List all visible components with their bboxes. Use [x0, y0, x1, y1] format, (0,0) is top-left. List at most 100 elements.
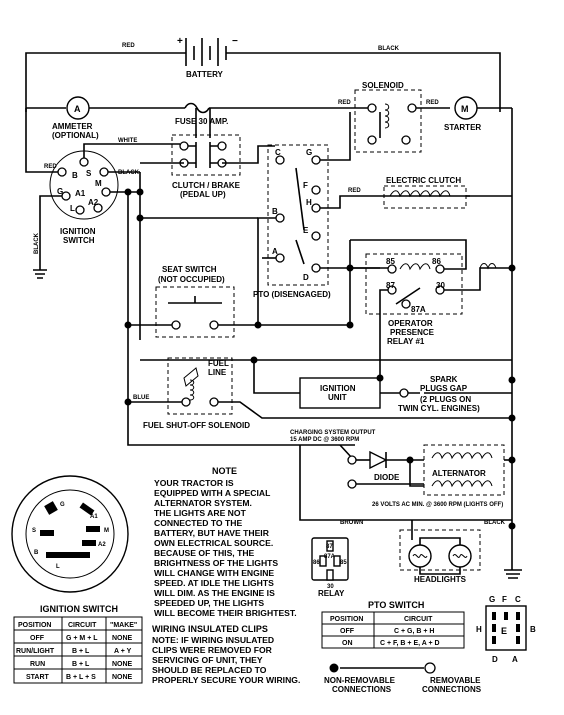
pto-pin-b: B [272, 207, 278, 216]
operator-presence-relay: 85 86 87 30 87A OPERATOR PRESENCE RELAY … [140, 239, 516, 361]
pto-table-cell: OFF [340, 628, 355, 635]
spark-label-1: SPARK [430, 375, 458, 384]
fuel-shutoff-solenoid: FUEL LINE FUEL SHUT-OFF SOLENOID BLUE [124, 357, 516, 430]
ground-symbol-right [504, 569, 522, 579]
wire-blue: BLUE [133, 395, 149, 401]
ign-pin-a1: A1 [75, 189, 86, 198]
clips-line: CLIPS WERE REMOVED FOR [152, 645, 273, 655]
seat-switch: SEAT SWITCH (NOT OCCUPIED) [124, 188, 354, 430]
wire-red-clutch: RED [348, 188, 361, 194]
note-block: NOTE YOUR TRACTOR IS EQUIPPED WITH A SPE… [154, 466, 297, 618]
non-removable-dot-icon [329, 663, 339, 673]
ammeter-optional-label: (OPTIONAL) [52, 131, 99, 140]
wire-black-top: BLACK [378, 46, 400, 52]
spark-label-3: (2 PLUGS ON [420, 395, 471, 404]
pto-pin-e: E [303, 226, 309, 235]
seat-switch-not-occupied: (NOT OCCUPIED) [158, 275, 225, 284]
solenoid-coil-icon [384, 103, 390, 129]
pto-pin-h: H [306, 198, 312, 207]
spark-plug-icon [399, 388, 409, 398]
relay-inset-86: 86 [313, 560, 320, 566]
ignition-unit-label-2: UNIT [328, 393, 347, 402]
relay-pin-87: 87 [386, 281, 395, 290]
note-line: ALTERNATOR SYSTEM. [154, 498, 252, 508]
legend-removable-2: CONNECTIONS [422, 685, 482, 694]
wire-red-top: RED [122, 43, 135, 49]
solenoid: SOLENOID RED [345, 81, 450, 153]
starter-symbol: M [461, 104, 469, 114]
ign-pin-s: S [86, 169, 92, 178]
ignition-switch-inset: G A1 M S A2 B L [11, 475, 129, 593]
pto-pin-d: D [303, 273, 309, 282]
battery-label: BATTERY [186, 70, 224, 79]
ignition-switch-label: IGNITION [60, 227, 96, 236]
battery: + − BATTERY RED BLACK [25, 36, 501, 112]
charging-label-1: CHARGING SYSTEM OUTPUT [290, 430, 376, 436]
volts-ac-label: 26 VOLTS AC MIN. @ 3600 RPM (LIGHTS OFF) [372, 502, 503, 508]
pto-inset-g: G [489, 595, 495, 604]
pto-table-cell: C + F, B + E, A + D [380, 640, 440, 647]
pto-connector-inset: E G F C H B D A [476, 595, 536, 664]
relay-label-1: OPERATOR [388, 319, 433, 328]
solenoid-label: SOLENOID [362, 81, 404, 90]
pto-table-title: PTO SWITCH [368, 600, 424, 610]
ign-pin-m: M [95, 179, 102, 188]
electric-clutch-label: ELECTRIC CLUTCH [386, 176, 461, 185]
clutch-brake-switch: CLUTCH / BRAKE (PEDAL UP) [136, 108, 275, 340]
note-line: BECAUSE OF THIS, THE [154, 548, 255, 558]
fuse-icon [184, 102, 210, 114]
pto-inset-e: E [501, 626, 507, 636]
starter-label: STARTER [444, 123, 481, 132]
wire-black-ign: BLACK [34, 232, 40, 254]
ign-table-header: "MAKE" [110, 622, 137, 629]
fuel-line-label-2: LINE [208, 368, 227, 377]
diode-icon [369, 450, 388, 470]
wire-brown: BROWN [340, 520, 363, 526]
spark-label-4: TWIN CYL. ENGINES) [398, 404, 480, 413]
relay-inset-85: 85 [340, 560, 347, 566]
electric-clutch: ELECTRIC CLUTCH RED [348, 176, 512, 209]
relay-pin-30: 30 [436, 281, 445, 290]
relay-label-3: RELAY #1 [387, 337, 425, 346]
pto-inset-h: H [476, 625, 482, 634]
ign-pin-l: L [70, 204, 75, 213]
ign-pin-g: G [57, 187, 63, 196]
ignition-table: IGNITION SWITCH POSITION CIRCUIT "MAKE" … [13, 604, 143, 684]
clips-line: NOTE: IF WIRING INSULATED [152, 635, 274, 645]
ign-table-header: CIRCUIT [68, 622, 97, 629]
pto-table-header: POSITION [330, 616, 363, 623]
relay-pin-85: 85 [386, 257, 395, 266]
removable-terminal-icon [424, 662, 436, 674]
starter: M STARTER [444, 96, 512, 132]
relay-pin-86: 86 [432, 257, 441, 266]
pto-inset-c: C [515, 595, 521, 604]
relay-pin-87a: 87A [411, 305, 426, 314]
wire-black-clutch: BLACK [118, 170, 140, 176]
ignition-switch-label-2: SWITCH [63, 236, 95, 245]
pto-disengaged-label: PTO (DISENGAGED) [253, 290, 331, 299]
note-line: THE LIGHTS ARE NOT [154, 508, 247, 518]
note-line: BATTERY, BUT HAVE THEIR [154, 528, 270, 538]
inset-ign-l: L [56, 564, 60, 570]
note-title: NOTE [212, 466, 237, 476]
fuel-line-label: FUEL [208, 359, 229, 368]
wire-white: WHITE [118, 138, 137, 144]
clutch-pedal-label: (PEDAL UP) [180, 190, 226, 199]
ign-table-cell: RUN/LIGHT [16, 648, 55, 655]
pto-inset-a: A [512, 655, 518, 664]
ign-table-cell: START [26, 674, 50, 681]
legend-removable: REMOVABLE [430, 676, 481, 685]
battery-minus: − [232, 36, 238, 47]
inset-ign-a2: A2 [98, 542, 106, 548]
relay-inset-30: 30 [327, 584, 334, 590]
ign-table-cell: OFF [30, 635, 45, 642]
note-line: YOUR TRACTOR IS [154, 478, 234, 488]
ign-table-cell: NONE [112, 635, 133, 642]
ammeter-label: AMMETER [52, 122, 93, 131]
clips-title: WIRING INSULATED CLIPS [152, 624, 268, 634]
note-line: CONNECTED TO THE [154, 518, 242, 528]
spark-label-2: PLUGS GAP [420, 384, 468, 393]
diode-label: DIODE [374, 473, 400, 482]
inset-ign-m: M [104, 528, 109, 534]
wire-red-ign: RED [44, 164, 57, 170]
